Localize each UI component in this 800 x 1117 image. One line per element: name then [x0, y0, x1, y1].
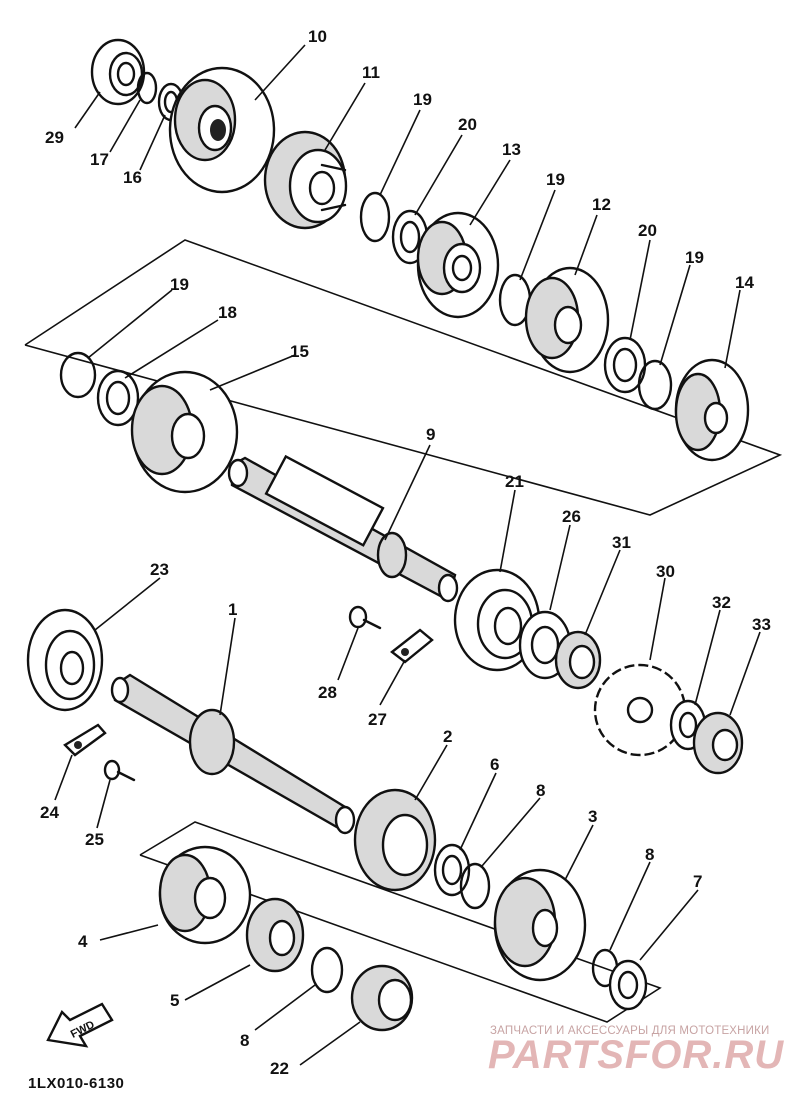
callout-11: 11 [362, 63, 380, 82]
part-28-bolt [348, 605, 382, 630]
watermark: ЗАПЧАСТИ И АКСЕССУАРЫ ДЛЯ МОТОТЕХНИКИ PA… [488, 1025, 784, 1077]
callout-21: 21 [505, 472, 524, 491]
part-17-circlip [136, 71, 158, 105]
part-30-sprocket [593, 663, 687, 757]
callout-4: 4 [78, 932, 88, 951]
part-18-washer [96, 369, 140, 427]
part-1-drive-axle [110, 673, 356, 835]
callout-23: 23 [150, 560, 169, 579]
leader-lines [54, 44, 761, 1066]
callout-31: 31 [612, 533, 631, 552]
callout-33: 33 [752, 615, 771, 634]
callout-15: 15 [290, 342, 309, 361]
callout-25: 25 [85, 830, 104, 849]
callout-29: 29 [45, 128, 64, 147]
part-14-gear [674, 358, 750, 462]
callout-16: 16 [123, 168, 142, 187]
part-7-washer [608, 959, 648, 1011]
callout-18: 18 [218, 303, 237, 322]
fwd-arrow-icon: FWD [46, 1002, 114, 1048]
callout-28: 28 [318, 683, 337, 702]
callout-19a: 19 [413, 90, 432, 109]
part-3-gear [493, 868, 587, 982]
callout-27: 27 [368, 710, 387, 729]
callout-19c: 19 [685, 248, 704, 267]
callout-30: 30 [656, 562, 675, 581]
part-9-main-axle [227, 454, 459, 603]
part-19-circlip-c [637, 359, 673, 411]
part-6-washer [433, 843, 471, 897]
lower-group-frame [139, 821, 662, 1023]
callout-5: 5 [170, 991, 179, 1010]
part-8-circlip-c [310, 946, 344, 994]
part-13-gear [416, 211, 500, 319]
callout-8a: 8 [536, 781, 545, 800]
part-8-circlip-a [459, 862, 491, 910]
callout-26: 26 [562, 507, 581, 526]
callout-13: 13 [502, 140, 521, 159]
callout-6: 6 [490, 755, 499, 774]
part-code: 1LX010-6130 [28, 1075, 124, 1092]
part-29-bearing [90, 38, 146, 106]
part-22-bearing [350, 964, 414, 1032]
callout-20b: 20 [638, 221, 657, 240]
part-27-stopper [390, 628, 434, 664]
callout-24: 24 [40, 803, 59, 822]
callout-3: 3 [588, 807, 597, 826]
callout-8c: 8 [240, 1031, 249, 1050]
callout-20a: 20 [458, 115, 477, 134]
callout-1: 1 [228, 600, 237, 619]
callout-22: 22 [270, 1059, 289, 1078]
part-2-gear [353, 788, 437, 892]
part-19-circlip-d [59, 351, 97, 399]
part-10-gear [168, 66, 276, 194]
part-24-plate [63, 723, 107, 757]
callout-8b: 8 [645, 845, 654, 864]
part-11-gear [263, 130, 348, 230]
part-4-gear [158, 845, 252, 945]
callout-17: 17 [90, 150, 109, 169]
part-33-nut [692, 711, 744, 775]
callout-10: 10 [308, 27, 327, 46]
watermark-tagline: ЗАПЧАСТИ И АКСЕССУАРЫ ДЛЯ МОТОТЕХНИКИ [490, 1025, 770, 1037]
callout-12: 12 [592, 195, 611, 214]
part-5-gear [245, 897, 305, 973]
part-25-screw [103, 759, 136, 782]
part-12-gear [524, 266, 610, 374]
callout-2: 2 [443, 727, 452, 746]
callout-32: 32 [712, 593, 731, 612]
callout-labels: 10 11 19 20 13 19 12 20 19 14 29 17 16 1… [40, 27, 771, 1078]
callout-7: 7 [693, 872, 702, 891]
part-15-gear [130, 370, 239, 494]
watermark-logo: PARTSFOR.RU [488, 1033, 784, 1077]
part-23-bearing [26, 608, 104, 712]
callout-19d: 19 [170, 275, 189, 294]
part-31-collar [554, 630, 602, 690]
part-19-circlip-a [359, 191, 391, 243]
upper-group-frame [24, 239, 783, 516]
callout-9: 9 [426, 425, 435, 444]
callout-14: 14 [735, 273, 754, 292]
callout-19b: 19 [546, 170, 565, 189]
